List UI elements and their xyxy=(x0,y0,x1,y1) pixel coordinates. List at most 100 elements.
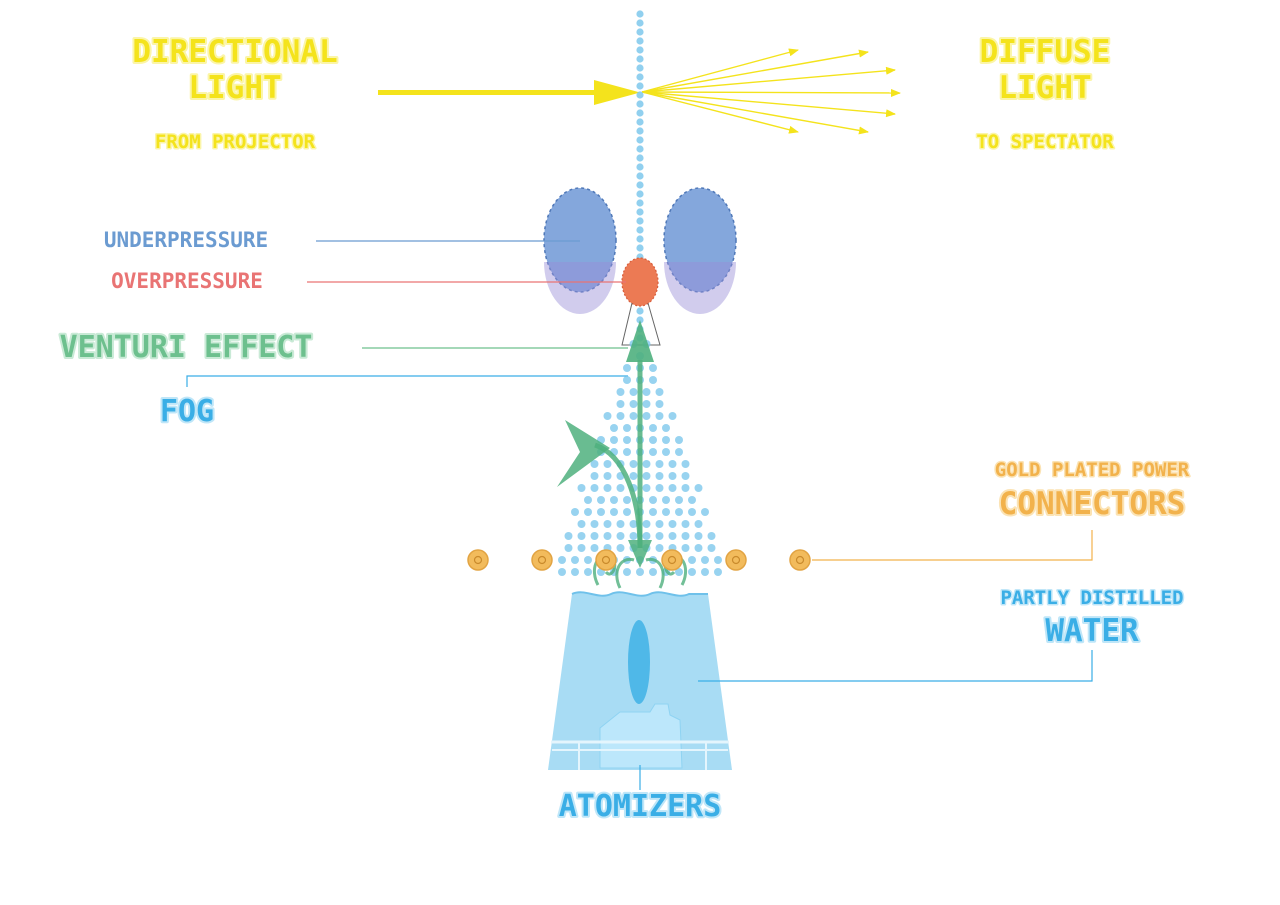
fog-dot xyxy=(636,46,644,54)
fog-dot xyxy=(590,532,599,540)
fog-dot xyxy=(636,82,644,90)
fog-dot xyxy=(629,460,638,468)
fog-dot xyxy=(577,544,586,552)
fog-dot xyxy=(681,484,690,492)
fog-dot xyxy=(636,217,644,225)
fog-dot xyxy=(636,568,644,576)
fog-dot xyxy=(629,472,638,480)
fog-dot xyxy=(636,73,644,81)
gold-connectors-label-line2: CONNECTORS xyxy=(999,486,1186,522)
fog-dot xyxy=(668,412,677,420)
fog-dot xyxy=(603,412,612,420)
fog-leader xyxy=(186,375,628,387)
fog-dot xyxy=(623,424,631,432)
fog-dot xyxy=(584,556,592,564)
fog-dot xyxy=(662,424,670,432)
diffuse-rays xyxy=(641,48,901,135)
fog-dot xyxy=(636,55,644,63)
fog-dot xyxy=(603,520,612,528)
fog-dot xyxy=(649,496,657,504)
fog-dot xyxy=(707,544,716,552)
fog-dot xyxy=(688,568,696,576)
venturi-arrowhead xyxy=(626,320,654,362)
fog-dot xyxy=(675,448,683,456)
fog-dot xyxy=(688,508,696,516)
fog-dot xyxy=(701,508,709,516)
fog-dot xyxy=(668,472,677,480)
directional-light-label: DIRECTIONAL LIGHT FROM PROJECTOR xyxy=(130,32,339,155)
fog-dot xyxy=(564,544,573,552)
fog-dot xyxy=(681,520,690,528)
fog-dot xyxy=(675,508,683,516)
fog-dot xyxy=(688,496,696,504)
fog-dot xyxy=(655,484,664,492)
fog-dot xyxy=(649,364,657,372)
fog-dot xyxy=(616,412,625,420)
fog-dot xyxy=(642,400,651,408)
gold-connectors-label-line1: GOLD PLATED POWER xyxy=(995,459,1190,481)
fog-dot xyxy=(636,163,644,171)
venturi-side-arrowhead xyxy=(557,420,610,487)
fog-dot xyxy=(636,190,644,198)
fog-dot xyxy=(642,472,651,480)
fog-dot xyxy=(623,448,631,456)
fog-dot xyxy=(610,508,618,516)
fog-dot xyxy=(668,460,677,468)
diffuse-light-title-line2: LIGHT xyxy=(998,70,1091,106)
water-label-line1: PARTLY DISTILLED xyxy=(1000,587,1183,609)
fog-dot xyxy=(642,532,651,540)
venturi-bottom-arrowhead xyxy=(628,540,652,568)
fog-dot xyxy=(616,388,625,396)
fog-dot xyxy=(649,376,657,384)
fog-dot xyxy=(642,460,651,468)
water-tank xyxy=(548,591,732,770)
atomizers-label: ATOMIZERS xyxy=(559,789,722,824)
fog-dot xyxy=(571,556,579,564)
fog-dot xyxy=(636,19,644,27)
diffuse-light-subtitle: TO SPECTATOR xyxy=(976,131,1114,153)
diffuse-light-title-line1: DIFFUSE xyxy=(980,34,1111,70)
gold-connector xyxy=(789,549,811,571)
fog-dot xyxy=(597,508,605,516)
underpressure-label: UNDERPRESSURE xyxy=(104,228,268,252)
fog-dot xyxy=(649,448,657,456)
gold-connector xyxy=(725,549,747,571)
fog-dot xyxy=(694,520,703,528)
directional-beam-arrow xyxy=(378,80,640,105)
fog-dot xyxy=(577,532,586,540)
fog-dot xyxy=(675,568,683,576)
fog-dot xyxy=(694,484,703,492)
fog-dot xyxy=(616,544,625,552)
fog-dot xyxy=(655,388,664,396)
fog-dot xyxy=(636,109,644,117)
fog-dot xyxy=(629,412,638,420)
fog-dot xyxy=(577,520,586,528)
venturi-airflow-arrows xyxy=(557,320,687,589)
fog-dot xyxy=(655,544,664,552)
fog-dot xyxy=(636,235,644,243)
fog-dot xyxy=(629,388,638,396)
fog-dot xyxy=(590,472,599,480)
fog-dot xyxy=(655,520,664,528)
fog-dot xyxy=(629,400,638,408)
fog-dot xyxy=(584,508,592,516)
fog-dot xyxy=(558,568,566,576)
fog-dot xyxy=(636,136,644,144)
fog-dot xyxy=(616,400,625,408)
fog-plume-inside-water xyxy=(628,620,650,704)
water-leader xyxy=(698,650,1093,682)
fog-dot xyxy=(623,364,631,372)
fog-dot xyxy=(623,436,631,444)
fog-dot xyxy=(701,556,709,564)
fog-dot xyxy=(616,520,625,528)
fog-dot xyxy=(584,568,592,576)
fog-dot xyxy=(681,544,690,552)
fog-dot xyxy=(603,460,612,468)
fog-dot xyxy=(571,508,579,516)
fog-dot xyxy=(714,556,722,564)
fog-dot xyxy=(649,436,657,444)
fog-dot xyxy=(655,400,664,408)
fog-dot xyxy=(603,472,612,480)
fog-dot xyxy=(662,436,670,444)
